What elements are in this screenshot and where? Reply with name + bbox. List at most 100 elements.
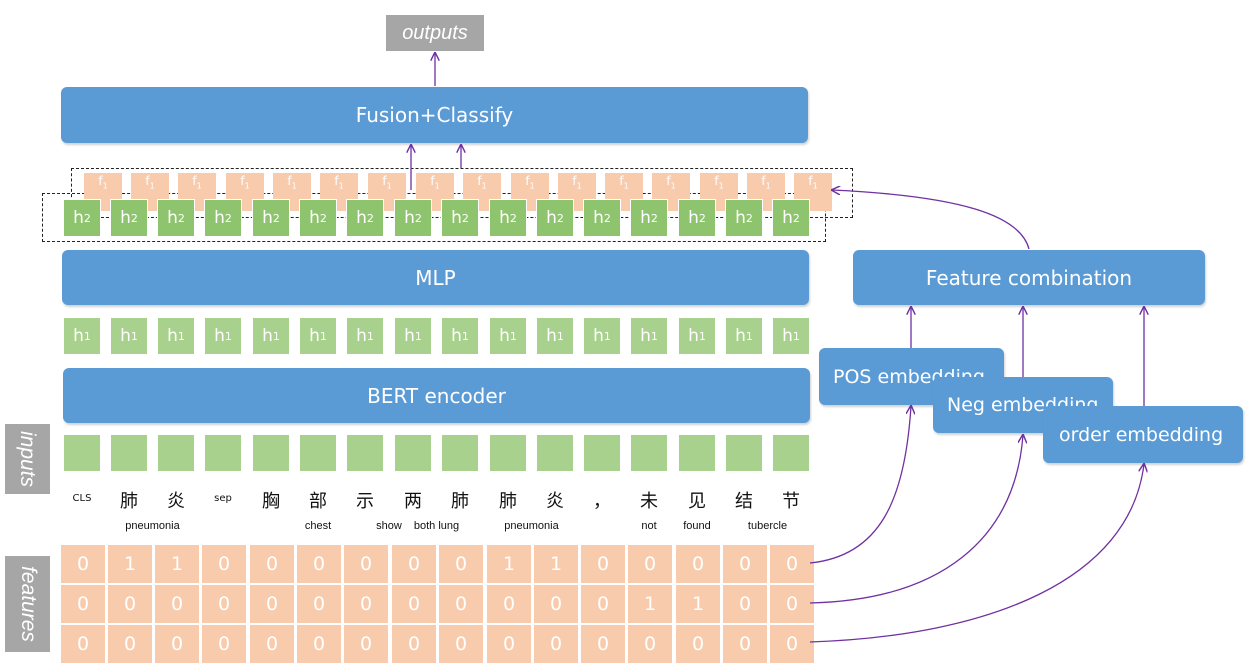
h1-subscript: 1 xyxy=(556,329,564,343)
fusion-classify-label: Fusion+Classify xyxy=(355,103,514,127)
h1-base: h xyxy=(499,326,510,346)
feature-cell: 0 xyxy=(438,584,484,624)
feature-cell: 0 xyxy=(296,544,342,584)
feature-vector-subscript: 1 xyxy=(529,181,535,191)
h2-subscript: 2 xyxy=(83,211,91,225)
feature-cell: 0 xyxy=(60,624,106,664)
feature-vector-base: f xyxy=(477,173,482,188)
input-embedding-box xyxy=(772,434,810,472)
feature-cell: 1 xyxy=(486,544,532,584)
h2-base: h xyxy=(309,208,320,228)
feature-combination-label: Feature combination xyxy=(925,265,1133,290)
token-label: 肺 xyxy=(499,491,517,512)
feature-vector-subscript: 1 xyxy=(576,181,582,191)
h1-subscript: 1 xyxy=(461,329,469,343)
h2-subscript: 2 xyxy=(698,211,706,225)
mlp-block: MLP xyxy=(62,250,809,305)
h1-base: h xyxy=(262,326,273,346)
fusion-classify-block: Fusion+Classify xyxy=(61,87,808,143)
h1-subscript: 1 xyxy=(745,329,753,343)
h1-base: h xyxy=(73,326,84,346)
feature-vector-text: f1 xyxy=(619,174,628,190)
input-embedding-box xyxy=(583,434,621,472)
token-label: 部 xyxy=(309,491,327,512)
feature-cell: 0 xyxy=(722,624,768,664)
feature-vector-text: f1 xyxy=(572,174,581,190)
h2-base: h xyxy=(735,208,746,228)
token-gloss: chest xyxy=(304,520,332,532)
outputs-label: outputs xyxy=(386,15,484,51)
outputs-text: outputs xyxy=(402,21,468,44)
h2-subscript: 2 xyxy=(319,211,327,225)
h2-subscript: 2 xyxy=(414,211,422,225)
h1-base: h xyxy=(120,326,131,346)
token-gloss: found xyxy=(683,520,711,532)
h2-subscript: 2 xyxy=(556,211,564,225)
input-embedding-box xyxy=(489,434,527,472)
feature-vector-base: f xyxy=(666,173,671,188)
token-label: 两 xyxy=(404,491,422,512)
feature-cell: 0 xyxy=(438,624,484,664)
feature-vector-base: f xyxy=(430,173,435,188)
h1-base: h xyxy=(593,326,604,346)
feature-cell: 0 xyxy=(201,584,247,624)
feature-cell: 0 xyxy=(580,624,626,664)
h2-subscript: 2 xyxy=(177,211,185,225)
feature-cell: 0 xyxy=(60,544,106,584)
features-label: features xyxy=(5,556,50,652)
h2-subscript: 2 xyxy=(461,211,469,225)
feature-vector-subscript: 1 xyxy=(812,181,818,191)
token-gloss: pneumonia xyxy=(504,520,559,532)
token-label: 见 xyxy=(688,491,706,512)
feature-cell: 0 xyxy=(675,624,721,664)
feature-vector-base: f xyxy=(240,173,245,188)
feature-cell: 0 xyxy=(627,544,673,584)
feature-cell: 0 xyxy=(627,624,673,664)
feature-cell: 0 xyxy=(154,624,200,664)
h1-subscript: 1 xyxy=(603,329,611,343)
feature-cell: 1 xyxy=(154,544,200,584)
h2-base: h xyxy=(262,208,273,228)
token-label: 未 xyxy=(640,491,658,512)
h2-base: h xyxy=(167,208,178,228)
token-label: 肺 xyxy=(120,491,138,512)
h1-subscript: 1 xyxy=(366,329,374,343)
feature-vector-base: f xyxy=(98,173,103,188)
feature-cell: 0 xyxy=(201,624,247,664)
feature-cell: 0 xyxy=(107,624,153,664)
arrow-combination-to-f xyxy=(832,190,1030,250)
h1-base: h xyxy=(214,326,225,346)
h2-base: h xyxy=(640,208,651,228)
token-label: 示 xyxy=(356,491,374,512)
feature-cell: 0 xyxy=(249,624,295,664)
feature-cell: 0 xyxy=(249,584,295,624)
inputs-label: inputs xyxy=(5,424,50,494)
token-label: 节 xyxy=(782,491,800,512)
h1-base: h xyxy=(451,326,462,346)
h2-base: h xyxy=(593,208,604,228)
h1-base: h xyxy=(546,326,557,346)
feature-vector-subscript: 1 xyxy=(670,181,676,191)
h2-base: h xyxy=(404,208,415,228)
h2-base: h xyxy=(356,208,367,228)
feature-cell: 0 xyxy=(391,544,437,584)
h2-base: h xyxy=(73,208,84,228)
feature-vector-subscript: 1 xyxy=(386,181,392,191)
